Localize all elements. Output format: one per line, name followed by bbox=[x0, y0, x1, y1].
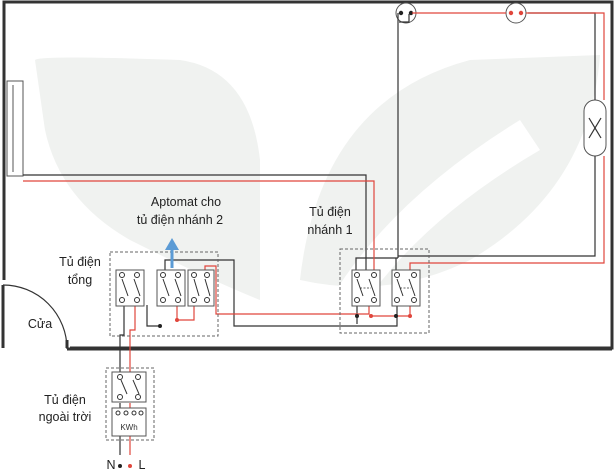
outdoor-panel: KWh bbox=[105, 367, 155, 468]
branch-panel-1-label-line2: nhánh 1 bbox=[307, 223, 352, 237]
room-walls bbox=[0, 0, 614, 351]
lamp-icon bbox=[583, 99, 607, 157]
breaker-icon bbox=[111, 371, 147, 403]
live-wires bbox=[23, 12, 605, 455]
wall-fixture bbox=[6, 80, 24, 177]
branch-panel-1 bbox=[339, 248, 430, 334]
breaker-icon bbox=[391, 269, 421, 307]
breaker-icon bbox=[187, 269, 215, 307]
kwh-meter: KWh bbox=[111, 407, 147, 437]
breaker-icon bbox=[351, 269, 381, 307]
aptomat-label-line1: Aptomat cho bbox=[151, 195, 221, 209]
outdoor-panel-label-line2: ngoài trời bbox=[39, 410, 92, 424]
ceiling-fixture-right bbox=[505, 2, 527, 24]
arrow-up-icon bbox=[165, 238, 179, 268]
main-panel-label-line2: tổng bbox=[68, 273, 92, 287]
live-label: L bbox=[139, 458, 146, 472]
watermark-logo bbox=[35, 55, 600, 310]
aptomat-label-line2: tủ điện nhánh 2 bbox=[137, 213, 223, 227]
meter-label: KWh bbox=[120, 423, 137, 432]
door-label: Cửa bbox=[28, 317, 52, 331]
outdoor-panel-label-line1: Tủ điện bbox=[44, 393, 86, 407]
breaker-icon bbox=[115, 269, 145, 307]
branch-panel-1-label-line1: Tủ điện bbox=[309, 205, 351, 219]
main-panel-label-line1: Tủ điện bbox=[59, 255, 101, 269]
door-swing bbox=[2, 284, 68, 350]
main-panel bbox=[109, 251, 219, 337]
breaker-icon bbox=[156, 269, 186, 307]
neutral-label: N bbox=[106, 458, 115, 472]
